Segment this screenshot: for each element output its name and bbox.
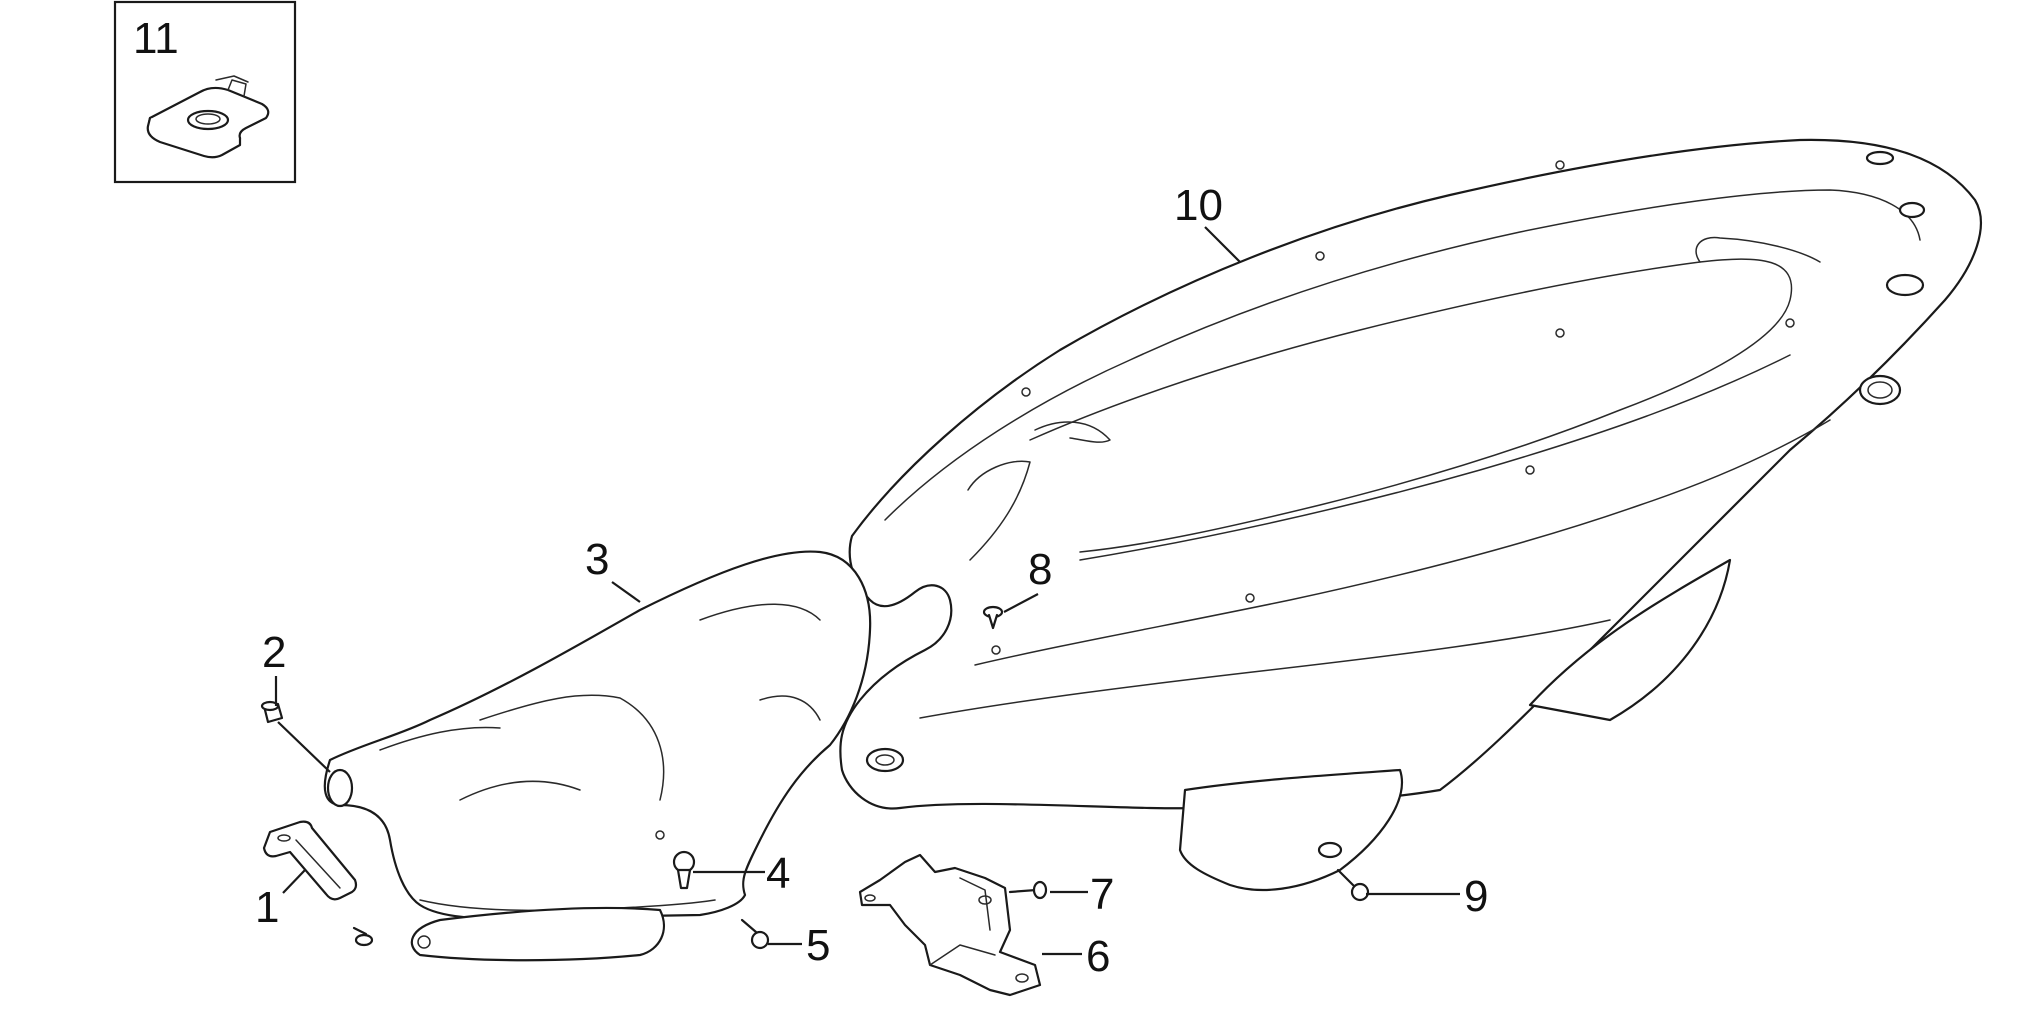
part-6-mounting-bracket bbox=[858, 853, 1042, 997]
callout-5: 5 bbox=[806, 921, 830, 970]
part-2-screw bbox=[260, 700, 284, 724]
part-1-bracket bbox=[262, 820, 358, 901]
part-8-screw bbox=[982, 605, 1004, 655]
part-10-lower-skirt bbox=[1178, 558, 1732, 892]
inset-part-11: 11 bbox=[113, 0, 297, 184]
clip-nut-drawing bbox=[146, 75, 270, 159]
callout-3: 3 bbox=[585, 535, 609, 584]
callout-7: 7 bbox=[1090, 870, 1114, 919]
callout-2: 2 bbox=[262, 628, 286, 677]
leader-lines bbox=[274, 226, 1460, 956]
callout-4: 4 bbox=[766, 849, 790, 898]
part-5-screw bbox=[740, 918, 770, 950]
callout-6: 6 bbox=[1086, 932, 1110, 981]
inset-label: 11 bbox=[133, 14, 179, 63]
part-10-rear-body-cover bbox=[839, 138, 1982, 810]
callout-10: 10 bbox=[1174, 181, 1223, 230]
part-7-screw bbox=[1008, 880, 1048, 900]
callout-8: 8 bbox=[1028, 545, 1052, 594]
part-9-screw bbox=[1336, 868, 1370, 902]
callout-1: 1 bbox=[255, 883, 279, 932]
part-4-rivet bbox=[655, 830, 696, 890]
callout-9: 9 bbox=[1464, 872, 1488, 921]
bracket-screw bbox=[352, 926, 374, 947]
part-3-lower-tray bbox=[410, 906, 665, 962]
callout-labels: 1 2 3 4 5 6 7 8 9 10 bbox=[255, 181, 1488, 981]
